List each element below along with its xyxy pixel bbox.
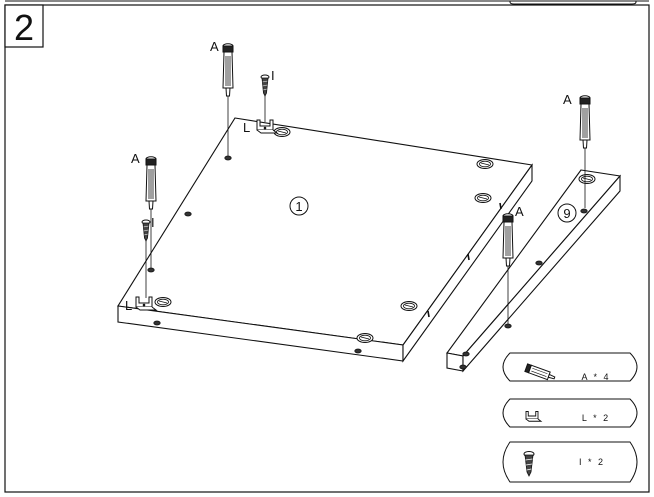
callout-i-top: I bbox=[271, 68, 275, 83]
callout-a-right-top: A bbox=[563, 92, 572, 107]
main-panel: 1 bbox=[117, 117, 533, 363]
cam-bolt-right-lower bbox=[502, 213, 514, 267]
hardware-legend: A * 4 L * 2 I * 2 bbox=[502, 352, 638, 483]
cam-bolt-icon bbox=[524, 363, 556, 381]
screw-left bbox=[141, 219, 151, 242]
side-panel-number-badge: 9 bbox=[557, 203, 577, 223]
side-panel-number: 9 bbox=[563, 206, 570, 221]
callout-l-left: L bbox=[125, 298, 132, 313]
callout-a-top: A bbox=[210, 39, 219, 54]
callout-a-left: A bbox=[131, 151, 140, 166]
cam-bolt-right-top bbox=[579, 95, 591, 149]
screw-top bbox=[260, 74, 270, 97]
callout-l-top: L bbox=[243, 120, 250, 135]
legend-row-screw: I * 2 bbox=[502, 441, 638, 483]
step-number: 2 bbox=[14, 7, 34, 48]
legend-row-l-bracket: L * 2 bbox=[502, 398, 638, 428]
callout-i-left: I bbox=[151, 215, 155, 230]
cam-bolt-top bbox=[222, 43, 234, 97]
main-panel-number-badge: 1 bbox=[289, 196, 309, 216]
callout-a-right-lower: A bbox=[515, 204, 524, 219]
main-panel-number: 1 bbox=[295, 199, 302, 214]
cam-bolt-left bbox=[145, 156, 157, 210]
diagram-frame bbox=[4, 4, 650, 493]
legend-row-cam-bolt: A * 4 bbox=[502, 352, 638, 382]
legend-label-screw: I * 2 bbox=[579, 457, 605, 467]
side-panel: 9 bbox=[446, 169, 622, 373]
step-number-box: 2 bbox=[4, 4, 44, 48]
legend-label-l-bracket: L * 2 bbox=[582, 413, 610, 423]
screw-icon bbox=[523, 451, 535, 477]
legend-label-cam-bolt: A * 4 bbox=[581, 372, 610, 382]
guide-lines bbox=[145, 92, 586, 324]
l-bracket-icon bbox=[525, 411, 543, 422]
